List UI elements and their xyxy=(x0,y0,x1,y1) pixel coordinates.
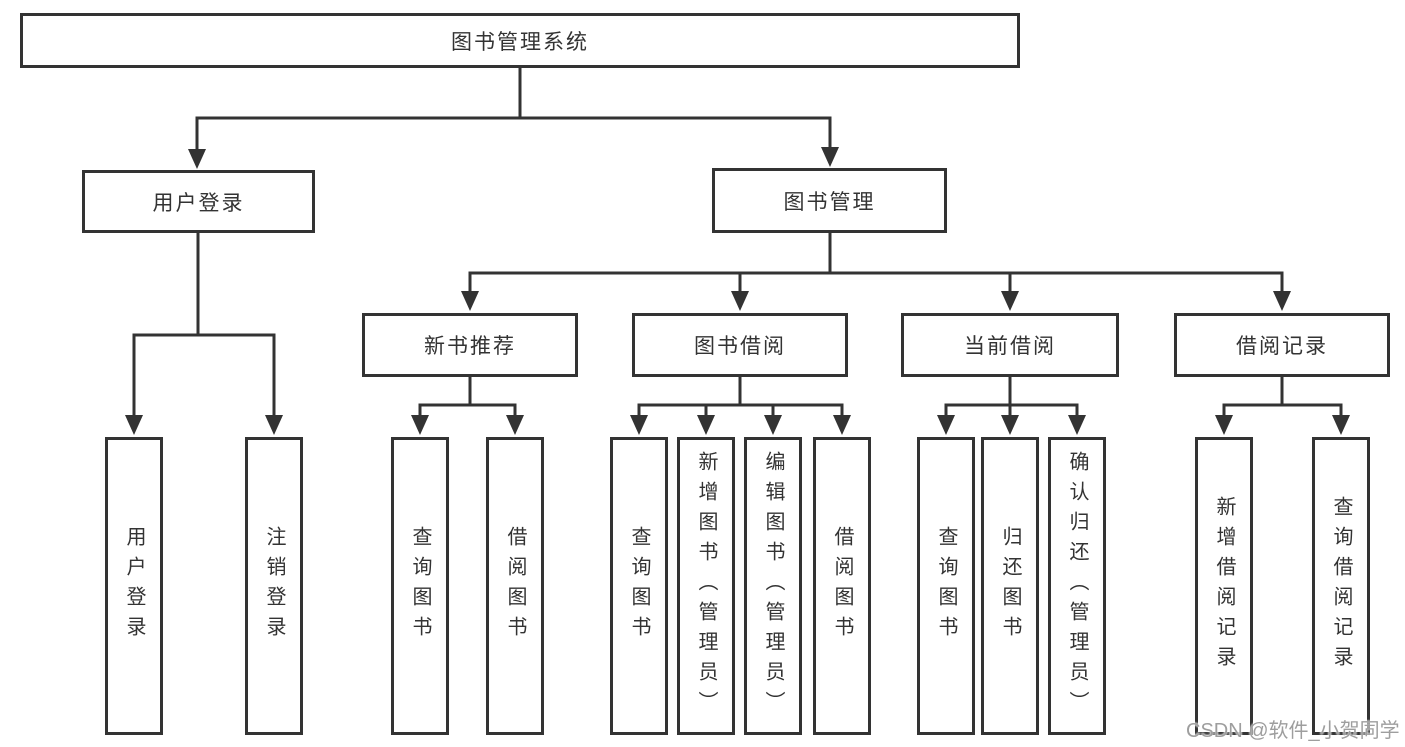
leaf-borrowing-add-books-admin: 新增图书（管理员） xyxy=(677,437,735,735)
node-label: 图书管理系统 xyxy=(451,30,589,54)
node-current-borrowing: 当前借阅 xyxy=(901,313,1119,377)
node-label: 新增借阅记录 xyxy=(1213,496,1235,676)
node-new-book-recommendation: 新书推荐 xyxy=(362,313,578,377)
leaf-records-query-borrow-record: 查询借阅记录 xyxy=(1312,437,1370,735)
leaf-current-return-books: 归还图书 xyxy=(981,437,1039,735)
node-label: 确认归还（管理员） xyxy=(1066,451,1088,721)
node-book-management: 图书管理 xyxy=(712,168,947,233)
node-label: 用户登录 xyxy=(152,191,245,215)
leaf-records-add-borrow-record: 新增借阅记录 xyxy=(1195,437,1253,735)
node-borrowing-records: 借阅记录 xyxy=(1174,313,1390,377)
node-label: 编辑图书（管理员） xyxy=(762,451,784,721)
node-label: 新增图书（管理员） xyxy=(695,451,717,721)
leaf-borrowing-query-books: 查询图书 xyxy=(610,437,668,735)
node-label: 新书推荐 xyxy=(424,335,516,358)
leaf-borrowing-borrow-books: 借阅图书 xyxy=(813,437,871,735)
node-label: 图书借阅 xyxy=(694,335,786,358)
node-label: 查询图书 xyxy=(409,526,431,646)
node-label: 借阅记录 xyxy=(1236,335,1328,358)
node-label: 归还图书 xyxy=(999,526,1021,646)
node-book-borrowing: 图书借阅 xyxy=(632,313,848,377)
leaf-borrowing-edit-books-admin: 编辑图书（管理员） xyxy=(744,437,802,735)
node-label: 查询图书 xyxy=(628,526,650,646)
node-label: 注销登录 xyxy=(263,526,285,646)
leaf-current-confirm-return-admin: 确认归还（管理员） xyxy=(1048,437,1106,735)
node-library-management-system: 图书管理系统 xyxy=(20,13,1020,68)
node-label: 用户登录 xyxy=(123,526,145,646)
node-user-login: 用户登录 xyxy=(82,170,315,233)
node-label: 借阅图书 xyxy=(831,526,853,646)
node-label: 查询图书 xyxy=(935,526,957,646)
node-label: 当前借阅 xyxy=(964,335,1056,358)
node-label: 图书管理 xyxy=(783,190,876,214)
leaf-recommend-query-books: 查询图书 xyxy=(391,437,449,735)
node-label: 借阅图书 xyxy=(504,526,526,646)
leaf-user-login: 用户登录 xyxy=(105,437,163,735)
csdn-watermark: CSDN @软件_小贺同学 xyxy=(1186,720,1400,742)
leaf-logout: 注销登录 xyxy=(245,437,303,735)
leaf-recommend-borrow-books: 借阅图书 xyxy=(486,437,544,735)
leaf-current-query-books: 查询图书 xyxy=(917,437,975,735)
node-label: 查询借阅记录 xyxy=(1330,496,1352,676)
